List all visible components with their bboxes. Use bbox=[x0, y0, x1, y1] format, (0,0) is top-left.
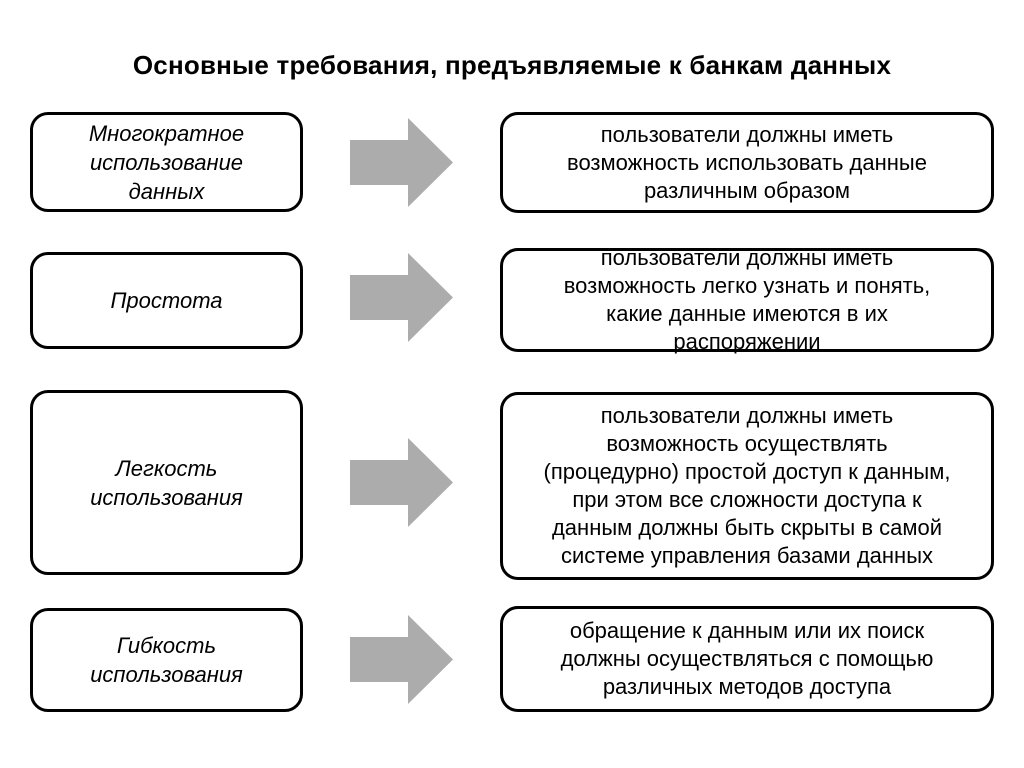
requirement-label: Простота bbox=[110, 288, 223, 313]
arrow-right-icon bbox=[350, 435, 455, 530]
requirement-description: пользователи должны иметь возможность ле… bbox=[563, 245, 931, 354]
requirement-label: Гибкость использования bbox=[90, 633, 243, 687]
requirement-box-flexibility: Гибкость использования bbox=[30, 608, 303, 712]
description-box-multiple-use: пользователи должны иметь возможность ис… bbox=[500, 112, 994, 213]
description-box-flexibility: обращение к данным или их поиск должны о… bbox=[500, 606, 994, 712]
requirement-box-simplicity: Простота bbox=[30, 252, 303, 349]
requirement-box-ease-of-use: Легкость использования bbox=[30, 390, 303, 575]
requirement-label: Многократное использование данных bbox=[88, 120, 245, 204]
requirement-description: обращение к данным или их поиск должны о… bbox=[560, 618, 934, 699]
requirement-description: пользователи должны иметь возможность ис… bbox=[567, 121, 927, 203]
requirement-label: Легкость использования bbox=[90, 455, 243, 510]
arrow-right-icon bbox=[350, 250, 455, 345]
page-title: Основные требования, предъявляемые к бан… bbox=[132, 50, 892, 80]
requirement-description: пользователи должны иметь возможность ос… bbox=[543, 403, 951, 568]
requirement-box-multiple-use: Многократное использование данных bbox=[30, 112, 303, 212]
arrow-right-icon bbox=[350, 115, 455, 210]
arrow-right-icon bbox=[350, 612, 455, 707]
description-box-ease-of-use: пользователи должны иметь возможность ос… bbox=[500, 392, 994, 580]
description-box-simplicity: пользователи должны иметь возможность ле… bbox=[500, 245, 994, 354]
